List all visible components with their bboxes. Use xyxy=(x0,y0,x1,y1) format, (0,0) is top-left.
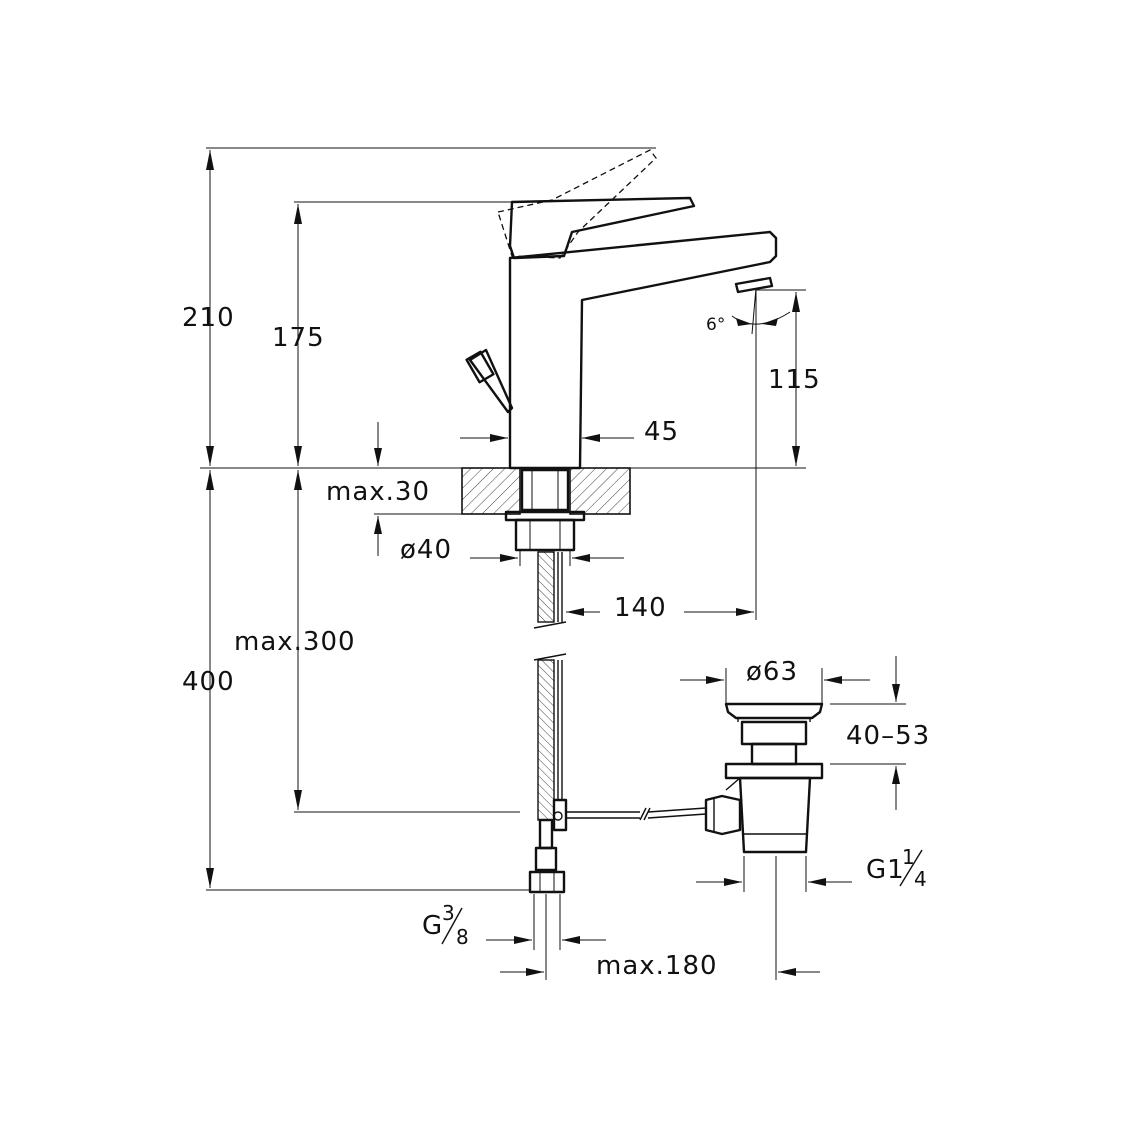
label-overall-height: 210 xyxy=(182,303,235,333)
label-below-counter-length: 400 xyxy=(182,667,235,697)
label-supply-thread: G xyxy=(422,911,443,941)
label-spout-reach: 140 xyxy=(614,593,667,623)
label-supply-thread-numerator: 3 xyxy=(442,901,455,925)
label-max-hose-length: max.300 xyxy=(234,627,356,657)
faucet-body xyxy=(465,149,778,470)
label-supply-thread-denominator: 8 xyxy=(456,925,469,949)
countertop-section xyxy=(461,467,631,552)
pop-up-linkage xyxy=(552,798,707,832)
dimension-lines xyxy=(200,147,906,980)
label-waste-diameter: ø63 xyxy=(746,657,798,687)
label-spout-height: 115 xyxy=(768,365,821,395)
label-waste-thread-numerator: 1 xyxy=(902,845,915,869)
label-max-counter-thickness: max.30 xyxy=(326,477,430,507)
label-spout-angle: 6° xyxy=(706,315,725,335)
label-lever-height: 175 xyxy=(272,323,325,353)
label-body-width: 45 xyxy=(644,417,679,447)
supply-hose xyxy=(528,551,567,894)
label-waste-thread-denominator: 4 xyxy=(914,867,927,891)
dimension-labels: 210 175 115 6° 45 max.30 ø40 140 max.300… xyxy=(182,303,930,981)
waste-assembly xyxy=(704,702,824,854)
label-hole-diameter: ø40 xyxy=(400,535,452,565)
label-waste-range: 40–53 xyxy=(846,721,930,751)
label-waste-thread: G1 xyxy=(866,855,905,885)
label-max-rod-distance: max.180 xyxy=(596,951,718,981)
